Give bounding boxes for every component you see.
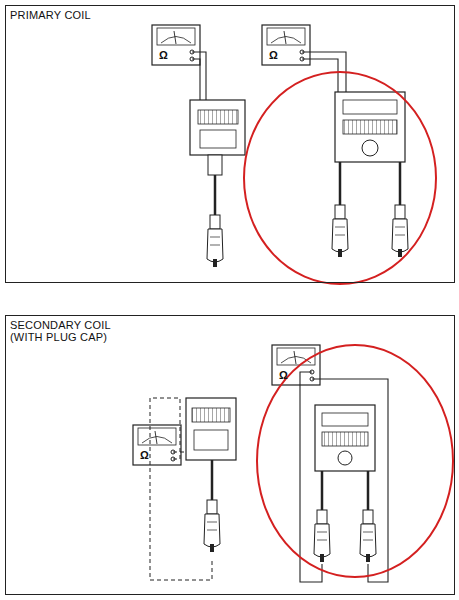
ohm-symbol: Ω [279,369,288,381]
ohm-symbol: Ω [140,449,149,461]
test-panel: PRIMARY COIL [5,5,455,283]
ohm-symbol: Ω [269,49,278,61]
ohm-symbol: Ω [159,49,168,61]
panel-heading: SECONDARY COIL (WITH PLUG CAP) [6,316,126,346]
panel-heading: PRIMARY COIL [6,6,214,24]
test-panel: SECONDARY COIL (WITH PLUG CAP) [5,315,455,595]
